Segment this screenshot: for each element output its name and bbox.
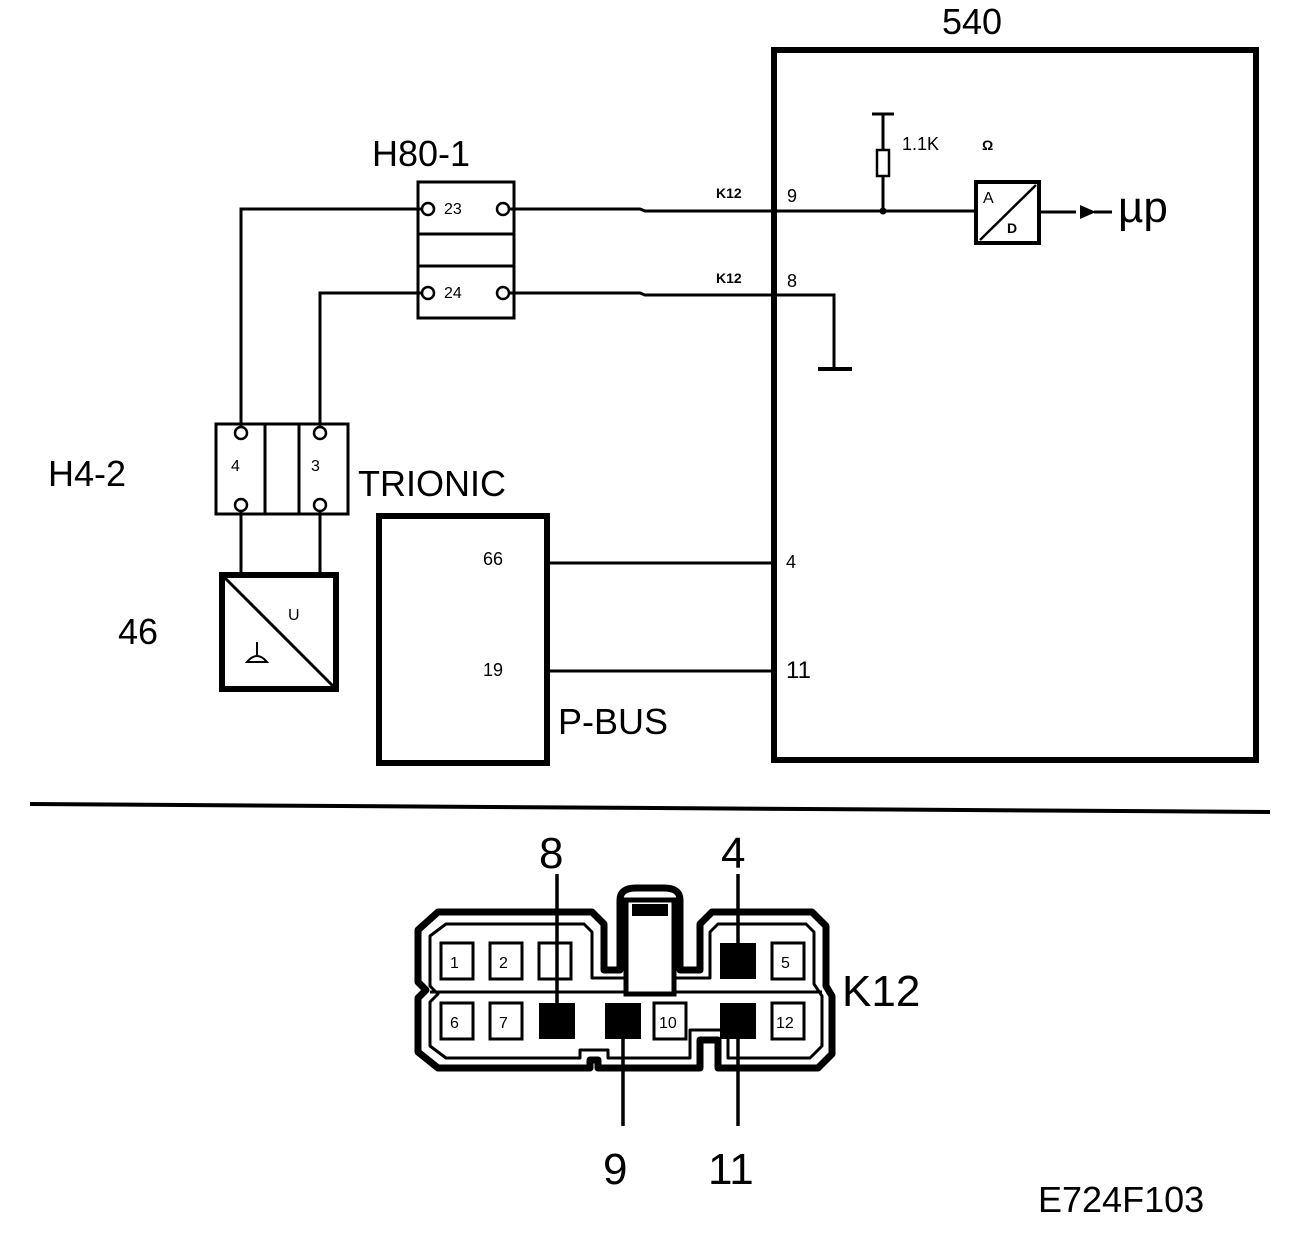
trionic-pin-19: 19 [483, 660, 503, 680]
k12-connector: 1 2 5 6 7 10 12 [414, 874, 836, 1126]
k12-callout-9: 9 [603, 1145, 627, 1194]
k12-cell-10-label: 10 [659, 1015, 677, 1032]
h4-pin-4: 4 [231, 458, 240, 475]
module-pin-4: 4 [786, 552, 796, 572]
k12-callout-11: 11 [708, 1145, 754, 1194]
control-module-label: 540 [942, 1, 1002, 42]
h80-pin-24: 24 [444, 285, 462, 302]
wires [239, 112, 1076, 673]
sensor-symbol: U [288, 607, 300, 624]
ground-icon [244, 642, 270, 663]
k12-cell-4 [720, 943, 756, 979]
h4-connector: 4 3 [214, 422, 350, 516]
k12-cell-8 [539, 1003, 575, 1039]
module-pin-8: 8 [787, 271, 797, 291]
k12-wire-label-b: K12 [716, 270, 742, 286]
resistor-unit: Ω [982, 137, 993, 153]
p-bus-label: P-BUS [558, 701, 668, 742]
trionic-label: TRIONIC [358, 463, 506, 504]
k12-label: K12 [842, 967, 920, 1016]
k12-callout-8: 8 [539, 829, 563, 878]
sensor-label: 46 [118, 611, 158, 652]
module-pin-9: 9 [787, 186, 797, 206]
resistor-icon [875, 148, 891, 178]
trionic-box [376, 513, 550, 766]
adc-icon: A D [974, 180, 1041, 245]
k12-callout-4: 4 [721, 829, 745, 878]
k12-cell-5-label: 5 [781, 955, 790, 972]
k12-cell-6-label: 6 [450, 1015, 459, 1032]
adc-d: D [1007, 220, 1017, 236]
k12-cell-7-label: 7 [499, 1015, 508, 1032]
h80-pin-23: 23 [444, 201, 462, 218]
k12-wire-label-a: K12 [716, 185, 742, 201]
h4-pin-3: 3 [311, 458, 320, 475]
adc-a: A [983, 190, 994, 207]
control-module-box [771, 47, 1259, 763]
h4-label: H4-2 [48, 453, 126, 494]
k12-cell-1-label: 1 [450, 955, 459, 972]
section-divider [29, 802, 1271, 814]
resistor-value: 1.1K [902, 134, 939, 154]
h80-label: H80-1 [372, 133, 470, 174]
h80-connector: 23 24 [416, 180, 516, 320]
micro-label: µp [1118, 183, 1168, 232]
k12-cell-11 [720, 1003, 756, 1039]
module-pin-11: 11 [786, 657, 811, 684]
trionic-pin-66: 66 [483, 549, 503, 569]
sensor-box: U [219, 572, 339, 692]
figure-id: E724F103 [1038, 1179, 1204, 1220]
k12-cell-2-label: 2 [499, 955, 508, 972]
k12-cell-9 [605, 1003, 641, 1039]
k12-cell-12-label: 12 [776, 1015, 794, 1032]
arrow-icon [1080, 205, 1112, 219]
